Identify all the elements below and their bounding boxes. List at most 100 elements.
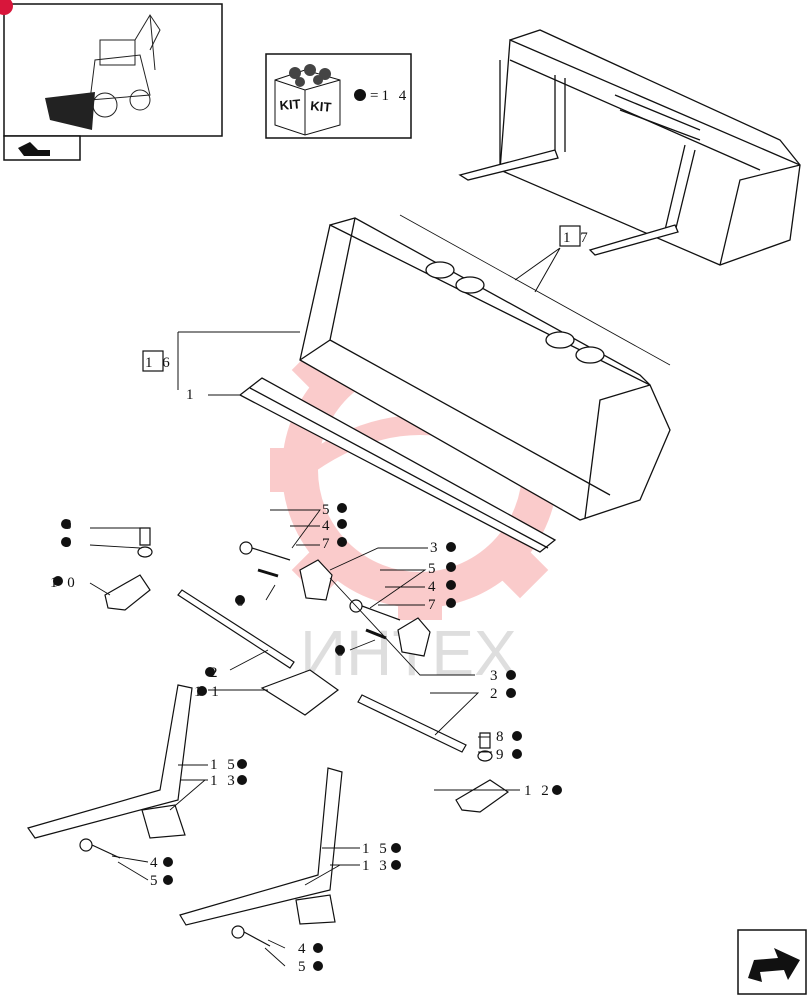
svg-text:9: 9 — [496, 747, 507, 763]
callout-13-a: 1 3 — [210, 773, 247, 789]
callout-11: 1 1 — [194, 684, 222, 700]
svg-text:2: 2 — [490, 686, 501, 702]
svg-text:8: 8 — [64, 517, 75, 533]
cutting-edge — [238, 377, 557, 553]
svg-text:4: 4 — [150, 855, 161, 871]
callout-9-top: 9 — [61, 535, 75, 551]
svg-text:1 3: 1 3 — [210, 773, 238, 789]
assembly-16-label: 1 6 — [145, 355, 173, 371]
callout-dot-icon — [446, 562, 456, 572]
callout-dot-icon — [506, 688, 516, 698]
callout-15-b: 1 5 — [362, 841, 401, 857]
callout-8-top: 8 — [61, 517, 75, 533]
callout-4-a: 4 — [322, 518, 347, 534]
svg-text:5: 5 — [298, 959, 309, 975]
callout-6-a: 6 — [235, 594, 247, 610]
leader-lines — [89, 394, 520, 967]
svg-text:3: 3 — [430, 540, 441, 556]
callout-dot-icon — [337, 519, 347, 529]
svg-text:7: 7 — [428, 597, 439, 613]
next-page-button[interactable] — [737, 929, 807, 995]
assembly-box-16: 1 6 — [142, 331, 300, 390]
bucket-highlight — [45, 92, 95, 130]
nav-back-arrow-icon[interactable] — [18, 142, 50, 156]
callout-4-c: 4 — [150, 855, 173, 871]
callout-dot-icon — [335, 645, 345, 655]
callout-dot-icon — [237, 759, 247, 769]
callout-dot-icon — [446, 598, 456, 608]
svg-text:4: 4 — [298, 941, 309, 957]
assembly-box-17: 1 7 — [399, 214, 671, 366]
kit-box: KIT KIT =1 4 — [265, 53, 412, 139]
callout-dot-icon — [313, 943, 323, 953]
callout-2-b: 2 — [490, 686, 516, 702]
callout-dot-icon — [512, 731, 522, 741]
callout-4-b: 4 — [428, 579, 456, 595]
svg-text:2: 2 — [210, 665, 221, 681]
callout-dot-icon — [163, 857, 173, 867]
callout-6-b: 6 — [335, 644, 347, 660]
kit-dot-icon — [354, 89, 366, 101]
callout-2-a: 2 — [205, 665, 221, 681]
callout-5-c: 5 — [150, 873, 173, 889]
svg-text:9: 9 — [64, 535, 75, 551]
callout-dot-icon — [205, 667, 215, 677]
svg-text:1 1: 1 1 — [194, 684, 222, 700]
callout-dot-icon — [337, 503, 347, 513]
callout-3-b: 3 — [490, 668, 516, 684]
callout-dot-icon — [235, 595, 245, 605]
svg-text:1 2: 1 2 — [524, 783, 552, 799]
callout-4-d: 4 — [298, 941, 323, 957]
svg-text:7: 7 — [322, 536, 333, 552]
callouts: 1 8 9 1 0 5 4 7 6 3 5 4 7 6 3 2 1 1 2 8 … — [50, 387, 562, 975]
callout-dot-icon — [53, 576, 63, 586]
next-arrow-icon — [748, 948, 800, 982]
callout-dot-icon — [446, 580, 456, 590]
callout-5-d: 5 — [298, 959, 323, 975]
callout-7-b: 7 — [428, 597, 456, 613]
callout-dot-icon — [391, 860, 401, 870]
fork-parts — [27, 527, 510, 947]
callout-7-a: 7 — [322, 536, 347, 552]
kit-label-2: KIT — [310, 98, 332, 115]
callout-dot-icon — [391, 843, 401, 853]
svg-text:6: 6 — [236, 594, 247, 610]
callout-dot-icon — [197, 686, 207, 696]
svg-text:6: 6 — [336, 644, 347, 660]
callout-1: 1 — [186, 387, 197, 403]
callout-dot-icon — [337, 537, 347, 547]
callout-dot-icon — [446, 542, 456, 552]
callout-3-a: 3 — [430, 540, 456, 556]
callout-dot-icon — [512, 749, 522, 759]
svg-text:4: 4 — [428, 579, 439, 595]
bucket-with-forks — [458, 29, 801, 266]
callout-5-b: 5 — [428, 561, 456, 577]
machine-thumbnail — [0, 0, 223, 161]
callout-dot-icon — [552, 785, 562, 795]
svg-text:3: 3 — [490, 668, 501, 684]
kit-label-1: KIT — [279, 96, 301, 113]
callout-5-a: 5 — [322, 502, 347, 518]
callout-dot-icon — [61, 519, 71, 529]
assembly-17-label: 1 7 — [563, 230, 591, 246]
svg-text:1: 1 — [186, 387, 197, 403]
callout-dot-icon — [163, 875, 173, 885]
kit-qty-text: =1 4 — [370, 88, 409, 104]
svg-text:1 5: 1 5 — [362, 841, 390, 857]
svg-text:1 0: 1 0 — [50, 575, 78, 591]
callout-12: 1 2 — [524, 783, 562, 799]
svg-text:5: 5 — [428, 561, 439, 577]
callout-dot-icon — [313, 961, 323, 971]
bucket-standard — [299, 217, 671, 521]
callout-15-a: 1 5 — [210, 757, 247, 773]
svg-text:1 3: 1 3 — [362, 858, 390, 874]
callout-13-b: 1 3 — [362, 858, 401, 874]
callout-10: 1 0 — [50, 575, 78, 591]
callout-9-b: 9 — [496, 747, 522, 763]
svg-text:1 5: 1 5 — [210, 757, 238, 773]
callout-8-b: 8 — [496, 729, 522, 745]
svg-text:5: 5 — [150, 873, 161, 889]
callout-dot-icon — [61, 537, 71, 547]
callout-dot-icon — [506, 670, 516, 680]
